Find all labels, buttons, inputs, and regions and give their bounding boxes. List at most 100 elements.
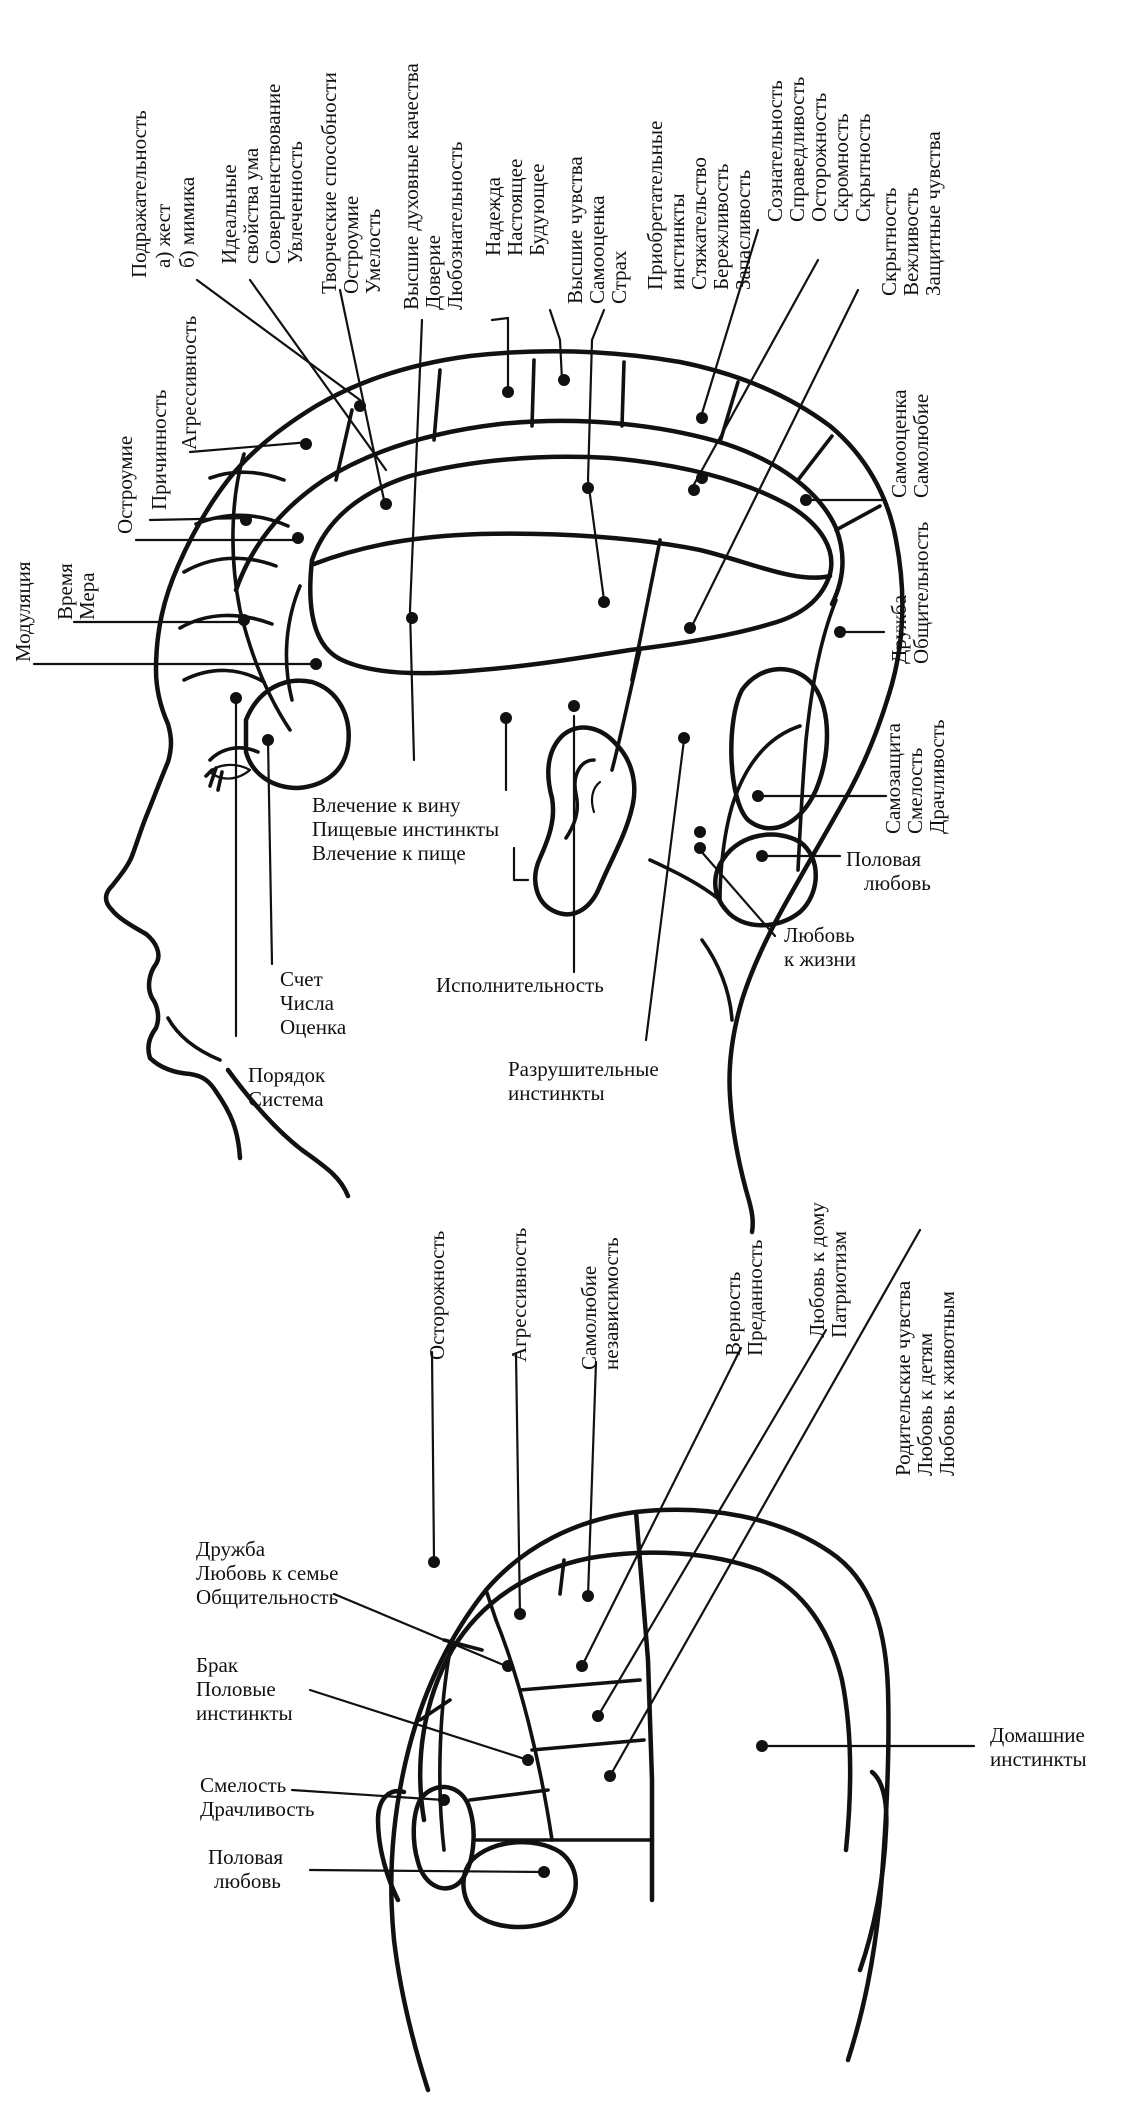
label-razrushitelnye: Разрушительные: [508, 1057, 659, 1081]
label-b-lyubov-zhivotnym: Любовь к животным: [935, 1291, 959, 1476]
label-mimika: б) мимика: [175, 176, 199, 268]
back-head-midline: [633, 1509, 655, 1903]
label-b-druzhba: Дружба: [196, 1537, 266, 1561]
label-skrytnost-1: Скрытность: [851, 114, 875, 222]
label-uvlechennost: Увлеченность: [283, 141, 307, 264]
label-ostorozhnost-top: Осторожность: [807, 93, 831, 222]
label-b-brak: Брак: [196, 1653, 239, 1677]
label-prichinnost: Причинность: [147, 390, 171, 510]
oval-divider: [311, 531, 833, 580]
top-div-3: [530, 358, 536, 428]
label-lyubov: любовь: [864, 871, 931, 895]
label-idealnye: Идеальные: [217, 164, 241, 264]
top-div-7: [834, 504, 882, 532]
profile-ear-inner: [564, 758, 596, 840]
label-obshitelnost: Общительность: [909, 522, 933, 664]
label-svoistva-uma: свойства ума: [239, 147, 263, 264]
label-b-obshitelnost: Общительность: [196, 1585, 338, 1609]
profile-leaders: [32, 228, 888, 1042]
forehead-arc-b: [284, 584, 302, 702]
label-sistema: Система: [248, 1087, 324, 1111]
label-ostroumie: Остроумие: [113, 436, 137, 534]
label-nadezhda: Надежда: [481, 176, 505, 256]
back-div-6: [494, 1618, 554, 1842]
label-b-polovaya: Половая: [208, 1845, 283, 1869]
neck-line: [700, 938, 734, 1022]
label-sovershenstvovanie: Совершенствование: [261, 84, 285, 264]
back-div-2: [558, 1558, 566, 1596]
back-div-7: [518, 1678, 642, 1692]
label-podrazhatelnost: Подражательность: [127, 110, 151, 278]
label-modulyaciya: Модуляция: [11, 561, 35, 662]
label-lyubov-zh: Любовь: [784, 923, 855, 947]
label-k-zhizni: к жизни: [784, 947, 856, 971]
label-skrytnost-2: Скрытность: [877, 188, 901, 296]
forehead-band-1: [208, 470, 286, 482]
profile-neck: [225, 1067, 351, 1199]
back-dots: [428, 1556, 768, 1878]
label-styazhatelstvo: Стяжательство: [687, 157, 711, 290]
forehead-band-3: [182, 556, 278, 574]
profile-eyelash: [204, 766, 224, 792]
label-b-predannost: Преданность: [743, 1240, 767, 1356]
label-berezhlivost: Бережливость: [709, 164, 733, 290]
label-vremya: Время: [53, 563, 77, 620]
label-drachlivost: Драчливость: [925, 720, 949, 834]
label-agressivnost: Агрессивность: [177, 316, 201, 450]
label-b-roditelskie: Родительские чувства: [891, 1280, 915, 1476]
label-smelost: Смелость: [903, 748, 927, 834]
label-samoocenka-top: Самооценка: [585, 195, 609, 304]
profile-dots: [230, 374, 846, 862]
label-schet: Счет: [280, 967, 323, 991]
label-ispolnitelnost: Исполнительность: [436, 973, 604, 997]
lower-front-oval: [243, 678, 351, 791]
label-b-lyubov: любовь: [214, 1869, 281, 1893]
back-div-1: [484, 1588, 498, 1622]
forehead-arc-a: [231, 452, 292, 732]
back-head: [290, 1228, 976, 2093]
label-vlechenie-vin: Влечение к вину: [312, 793, 461, 817]
label-b-domashnie: Домашние: [990, 1723, 1085, 1747]
label-b-drachlivost: Драчливость: [200, 1797, 314, 1821]
profile-head: [32, 228, 905, 1235]
back-ear-left: [375, 1788, 407, 1903]
back-div-8: [530, 1738, 646, 1752]
label-mera: Мера: [75, 572, 99, 620]
back-head-inner-arc: [418, 1550, 853, 1853]
label-druzhba: Дружба: [887, 594, 911, 664]
profile-jaw: [166, 1016, 222, 1062]
profile-brow: [208, 746, 260, 762]
label-chisla: Числа: [280, 991, 335, 1015]
rear-line-2: [630, 538, 662, 682]
back-div-5: [438, 1638, 454, 1852]
label-soznatelnost: Сознательность: [763, 80, 787, 222]
label-b-instinkty: инстинкты: [196, 1701, 293, 1725]
label-b-ostorozhnost: Осторожность: [425, 1231, 449, 1360]
label-b-agressivnost: Агрессивность: [507, 1228, 531, 1362]
profile-ear-inner2: [590, 780, 602, 814]
back-lobe-upper: [411, 1784, 476, 1891]
top-div-4: [620, 360, 626, 428]
rear-line-3: [796, 598, 838, 872]
label-ocenka: Оценка: [280, 1015, 347, 1039]
label-buduyushee: Будующее: [525, 164, 549, 256]
label-skromnost: Скромность: [829, 114, 853, 222]
back-ear-right: [857, 1769, 889, 1973]
forehead-band-2: [194, 513, 290, 528]
label-vysshie-duhovnye: Высшие духовные качества: [399, 62, 423, 310]
mid-lower-line: [648, 858, 722, 902]
label-ostroumie-top: Остроумие: [339, 196, 363, 294]
label-vezhlivost: Вежливость: [899, 188, 923, 296]
label-samoocenka: Самооценка: [887, 389, 911, 498]
label-b-smelost: Смелость: [200, 1773, 286, 1797]
label-zhest: а) жест: [151, 204, 175, 268]
label-strah: Страх: [607, 250, 631, 304]
label-b-lyubov-seme: Любовь к семье: [196, 1561, 338, 1585]
label-instinkty-prio: инстинкты: [665, 193, 689, 290]
label-tvorcheskie: Творческие способности: [317, 72, 341, 294]
label-zashitnye: Защитные чувства: [921, 131, 945, 296]
label-b-vernost: Верность: [721, 1272, 745, 1356]
label-samolyubie: Самолюбие: [909, 394, 933, 498]
